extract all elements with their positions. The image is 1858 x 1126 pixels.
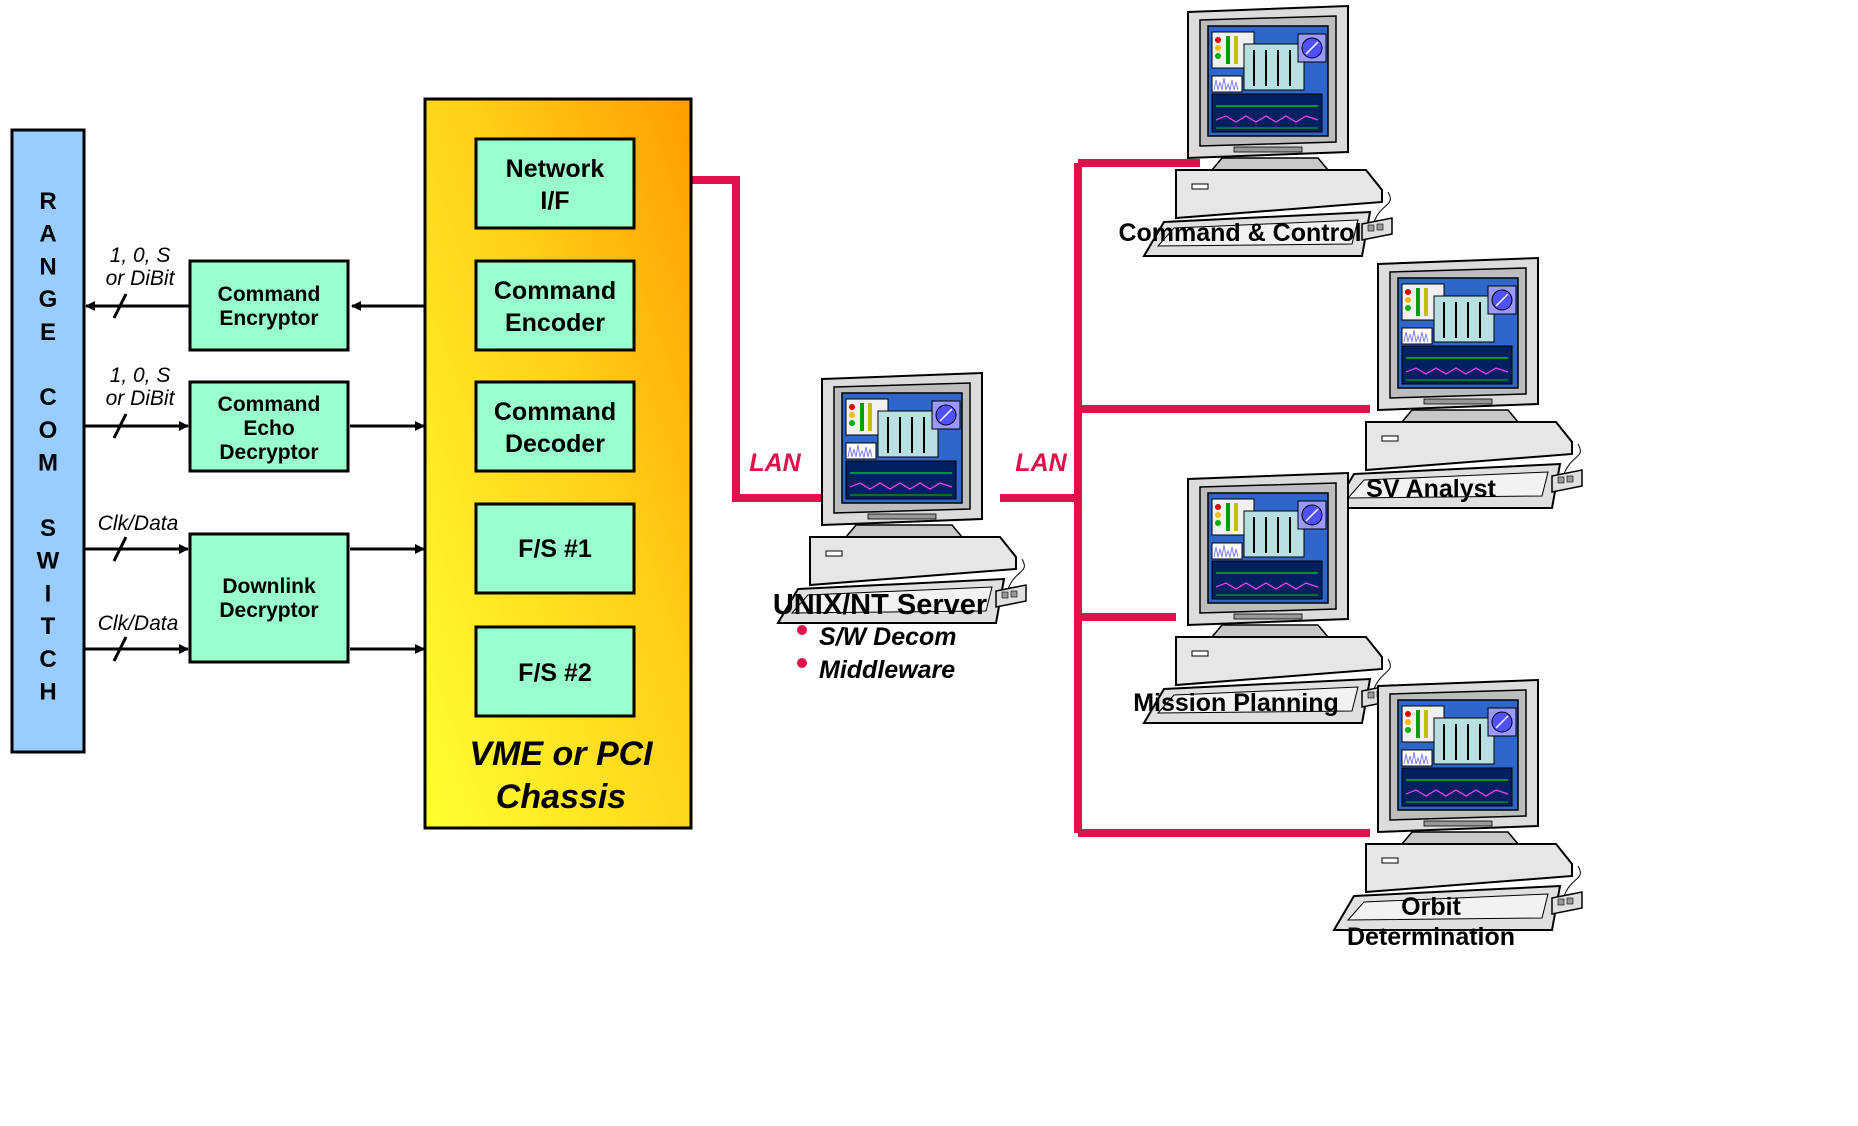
fs2-card xyxy=(474,625,636,718)
signal-label-clk-data-1: Clk/Data xyxy=(98,512,179,535)
command-control-label: Command & Control xyxy=(1118,219,1361,247)
lan-label-left: LAN xyxy=(749,449,801,477)
lan-label-right: LAN xyxy=(1015,449,1067,477)
server-bullet-2 xyxy=(797,658,807,668)
switch-letter: T xyxy=(41,613,56,640)
switch-letter: M xyxy=(38,450,58,477)
fs2-label: F/S #2 xyxy=(518,659,592,687)
sv-analyst-label: SV Analyst xyxy=(1366,475,1496,503)
signal-wiring xyxy=(84,293,426,662)
switch-letter: H xyxy=(39,679,56,706)
switch-letter: N xyxy=(39,253,56,280)
switch-letter: G xyxy=(39,286,58,313)
command-decoder-card xyxy=(474,380,636,473)
network-if-card xyxy=(474,137,636,230)
server-title: UNIX/NT Server xyxy=(773,589,987,621)
lan-wiring xyxy=(634,159,1370,837)
server-bullet-middleware: Middleware xyxy=(819,656,955,684)
switch-letter: E xyxy=(40,319,56,346)
switch-letter: I xyxy=(45,580,52,607)
range-com-switch xyxy=(10,128,86,754)
server-bullet-1 xyxy=(797,625,807,635)
fs1-card xyxy=(474,502,636,595)
fs1-label: F/S #1 xyxy=(518,535,592,563)
switch-letter: S xyxy=(40,515,56,542)
switch-letter: W xyxy=(37,548,60,575)
switch-letter: O xyxy=(39,417,58,444)
server-bullet-decom: S/W Decom xyxy=(819,623,957,651)
downlink-decryptor-box xyxy=(188,532,350,664)
command-encryptor-box xyxy=(188,259,350,352)
switch-letter: A xyxy=(39,221,56,248)
sv-analyst-computer xyxy=(1333,257,1583,509)
command-encoder-card xyxy=(474,259,636,352)
switch-letter: C xyxy=(39,384,56,411)
command-echo-decryptor-box xyxy=(188,380,350,473)
switch-letter: C xyxy=(39,646,56,673)
mission-planning-label: Mission Planning xyxy=(1133,689,1339,717)
switch-letter: R xyxy=(39,188,56,215)
mission-planning-computer xyxy=(1143,472,1393,724)
signal-label-clk-data-2: Clk/Data xyxy=(98,612,179,635)
